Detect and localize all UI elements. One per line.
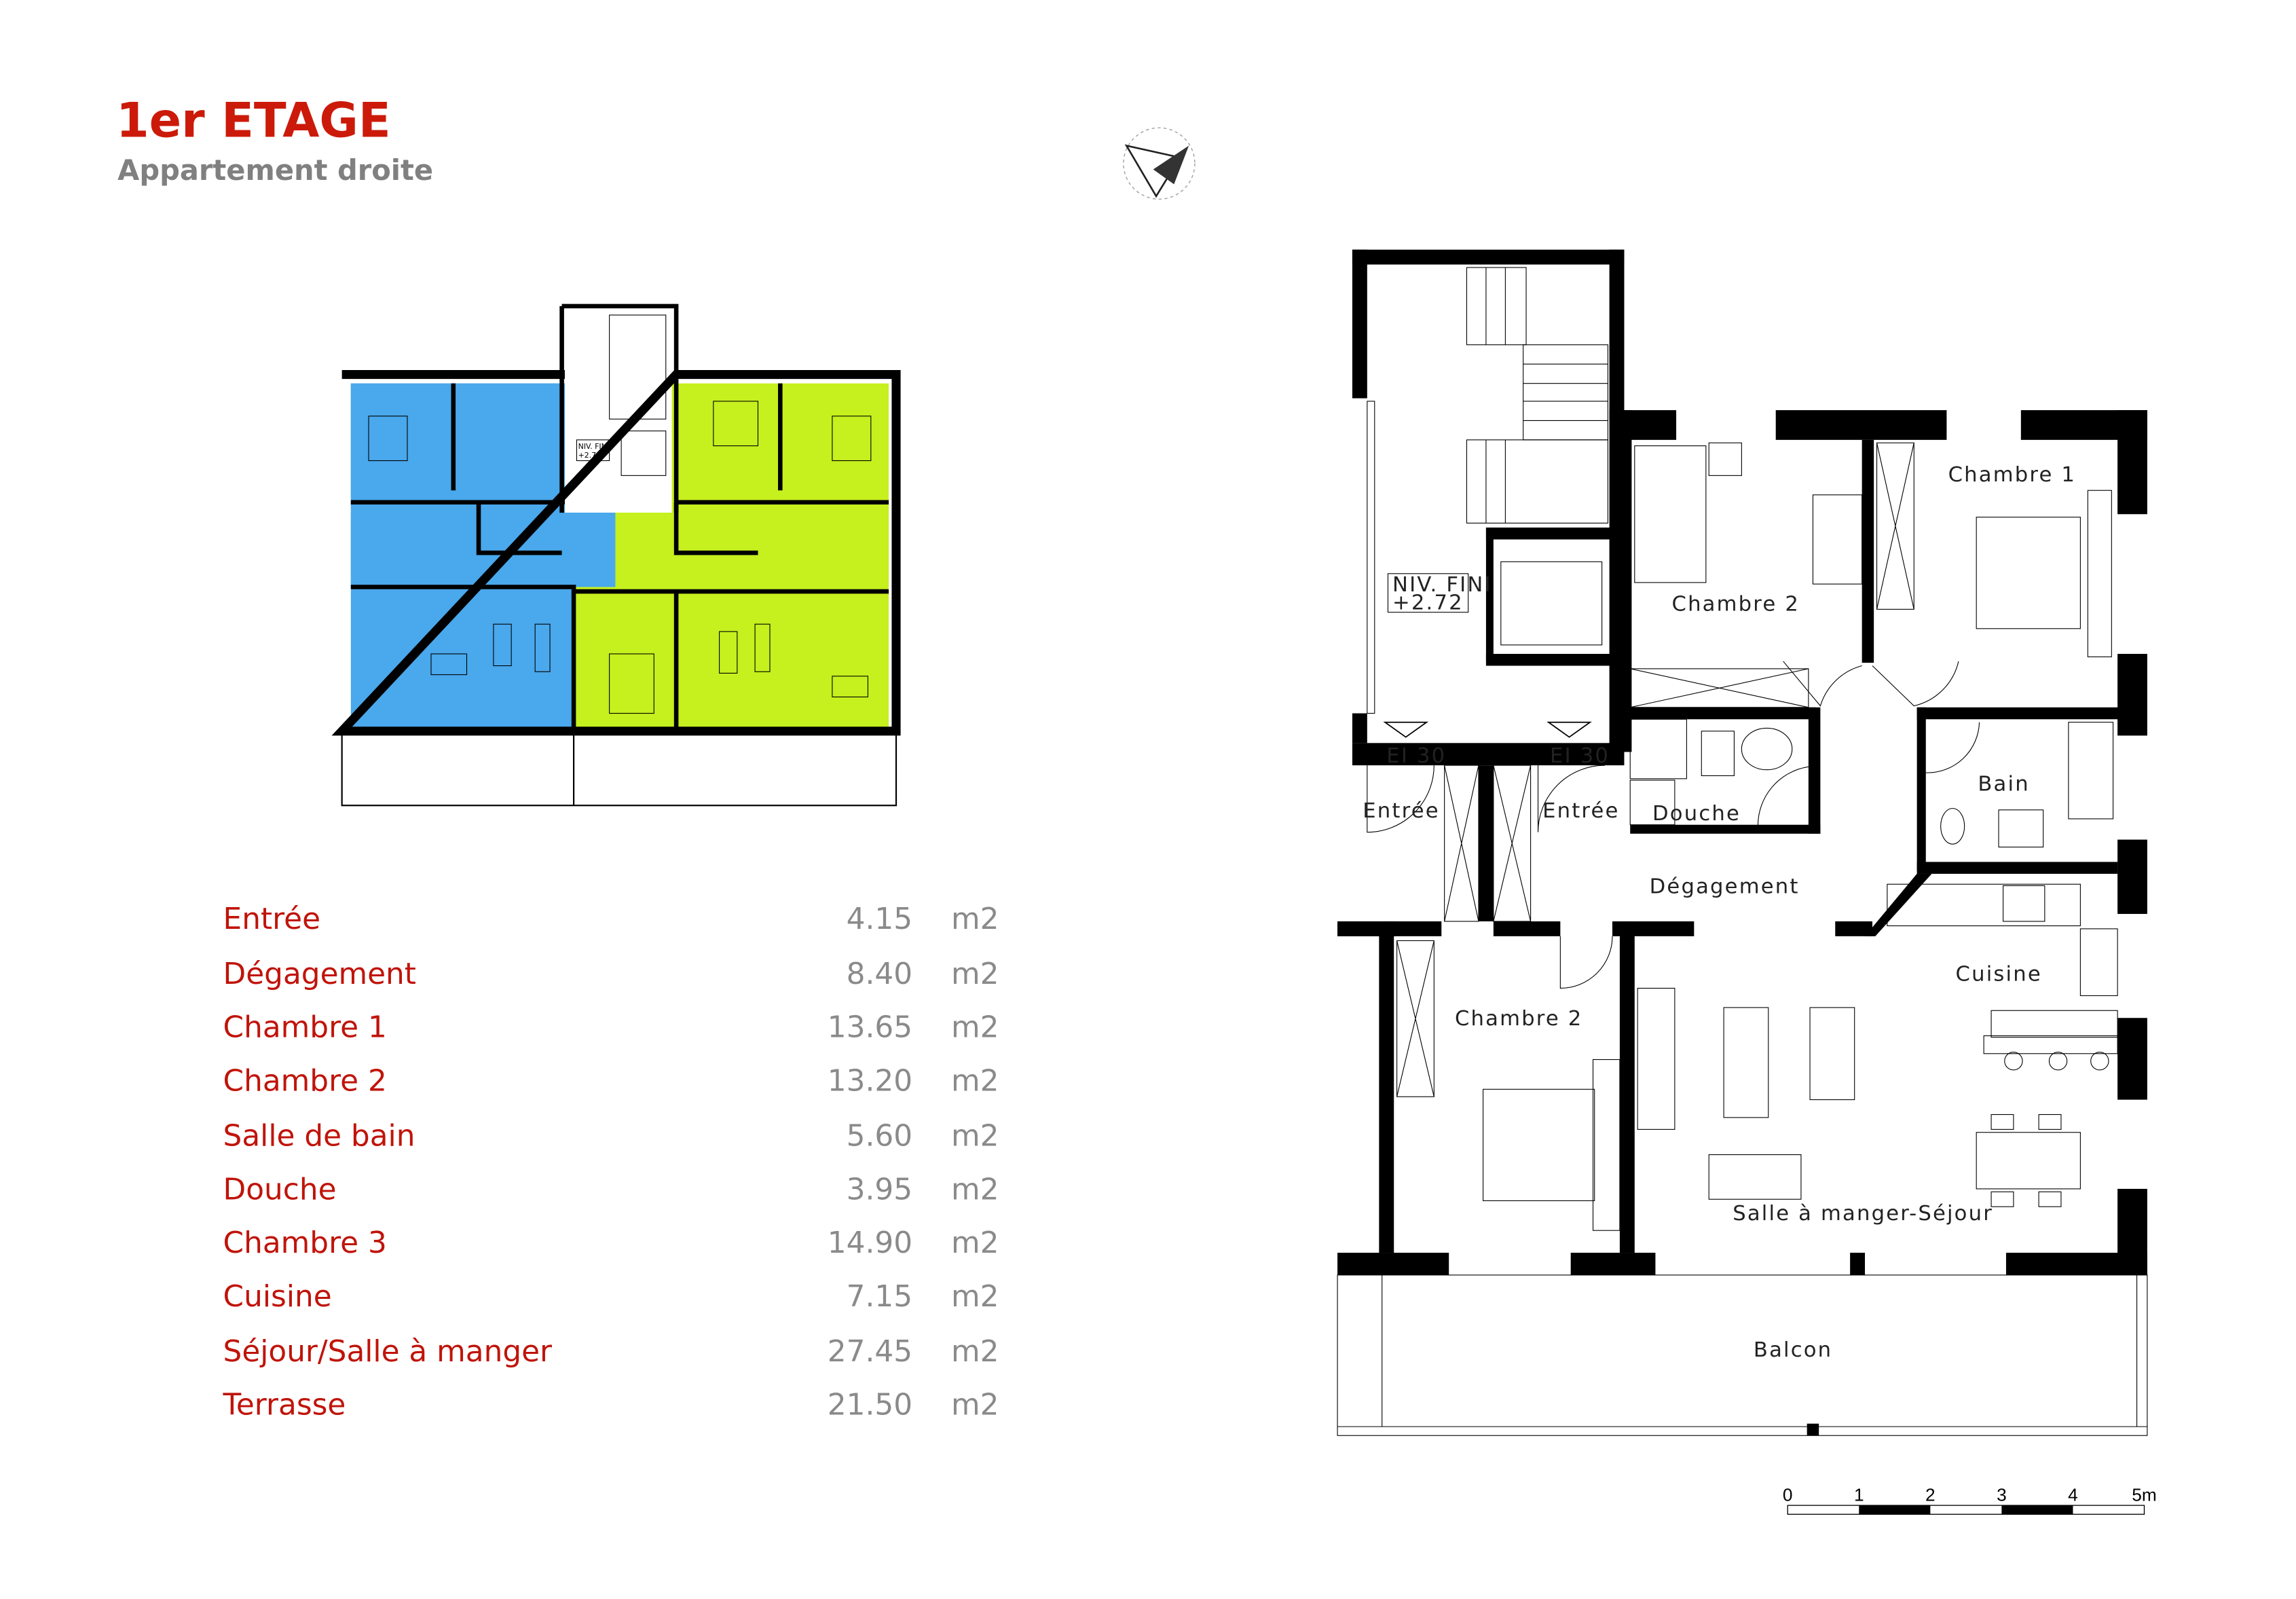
- room-label-douche: Douche: [1652, 802, 1741, 826]
- table-row: Séjour/Salle à manger 27.45 m2: [223, 1334, 999, 1369]
- svg-text:m2: m2: [951, 1010, 999, 1045]
- room-label-sejour: Salle à manger-Séjour: [1733, 1202, 1993, 1226]
- table-row: Entrée 4.15 m2: [223, 902, 999, 936]
- room-label-bain: Bain: [1978, 772, 2029, 796]
- svg-text:7.15: 7.15: [847, 1279, 912, 1314]
- key-plan-level-value: +2.72: [578, 451, 601, 460]
- svg-text:Cuisine: Cuisine: [223, 1279, 332, 1314]
- svg-text:14.90: 14.90: [828, 1226, 912, 1260]
- north-arrow-icon: [1123, 127, 1196, 200]
- svg-text:Entrée: Entrée: [223, 902, 320, 936]
- svg-text:1: 1: [1854, 1485, 1864, 1505]
- svg-text:27.45: 27.45: [828, 1334, 912, 1369]
- svg-text:m2: m2: [951, 1279, 999, 1314]
- room-label-chambre2-bottom: Chambre 2: [1455, 1007, 1583, 1031]
- svg-text:13.65: 13.65: [828, 1010, 912, 1045]
- room-label-degagement: Dégagement: [1650, 875, 1800, 898]
- svg-text:m2: m2: [951, 1118, 999, 1153]
- table-row: Dégagement 8.40 m2: [223, 957, 999, 991]
- scale-bar: 0 1 2 3 4 5m: [1783, 1485, 2157, 1515]
- svg-text:13.20: 13.20: [828, 1063, 912, 1098]
- page-subtitle: Appartement droite: [117, 153, 433, 187]
- level-label: NIV. FINI: [1392, 573, 1492, 597]
- escape-arrow-icon: [1383, 721, 1592, 738]
- svg-text:Chambre 3: Chambre 3: [223, 1226, 387, 1260]
- svg-text:3.95: 3.95: [847, 1172, 912, 1207]
- room-label-chambre2-top: Chambre 2: [1672, 593, 1800, 617]
- room-label-cuisine: Cuisine: [1956, 963, 2042, 987]
- svg-text:m2: m2: [951, 1226, 999, 1260]
- table-row: Chambre 3 14.90 m2: [223, 1226, 999, 1260]
- svg-text:Chambre 1: Chambre 1: [223, 1010, 387, 1045]
- svg-text:m2: m2: [951, 1334, 999, 1369]
- door-rating-left: EI 30: [1386, 744, 1446, 768]
- svg-text:8.40: 8.40: [847, 957, 912, 991]
- room-label-chambre1: Chambre 1: [1948, 463, 2077, 487]
- svg-text:Chambre 2: Chambre 2: [223, 1063, 387, 1098]
- svg-text:Terrasse: Terrasse: [223, 1388, 346, 1422]
- surface-table: Entrée 4.15 m2 Dégagement 8.40 m2 Chambre 1 1…: [223, 902, 999, 1422]
- table-row: Terrasse 21.50 m2: [223, 1388, 999, 1422]
- svg-text:Dégagement: Dégagement: [223, 957, 416, 991]
- svg-text:4.15: 4.15: [847, 902, 912, 936]
- table-row: Douche 3.95 m2: [223, 1172, 999, 1207]
- room-label-entree-left: Entrée: [1363, 799, 1440, 823]
- svg-text:m2: m2: [951, 1063, 999, 1098]
- svg-text:m2: m2: [951, 1388, 999, 1422]
- table-row: Salle de bain 5.60 m2: [223, 1118, 999, 1153]
- page-title: 1er ETAGE: [116, 92, 391, 148]
- apartment-plan: NIV. FINI +2.72 EI 30 EI 30: [1337, 249, 2148, 1436]
- svg-text:m2: m2: [951, 957, 999, 991]
- svg-text:Séjour/Salle à manger: Séjour/Salle à manger: [223, 1334, 553, 1369]
- table-row: Chambre 2 13.20 m2: [223, 1063, 999, 1098]
- svg-text:Douche: Douche: [223, 1172, 337, 1207]
- svg-text:5m: 5m: [2132, 1485, 2156, 1505]
- table-row: Chambre 1 13.65 m2: [223, 1010, 999, 1045]
- svg-text:2: 2: [1925, 1485, 1936, 1505]
- table-row: Cuisine 7.15 m2: [223, 1279, 999, 1314]
- svg-text:21.50: 21.50: [828, 1388, 912, 1422]
- svg-text:4: 4: [2068, 1485, 2078, 1505]
- level-marker: [1387, 573, 1469, 613]
- svg-text:0: 0: [1783, 1485, 1793, 1505]
- level-value: +2.72: [1392, 591, 1464, 614]
- svg-text:m2: m2: [951, 902, 999, 936]
- key-plan: NIV. FINI +2.72: [331, 304, 901, 807]
- key-plan-level-label: NIV. FINI: [578, 442, 609, 451]
- room-label-balcon: Balcon: [1754, 1338, 1832, 1362]
- room-label-entree-right: Entrée: [1542, 799, 1620, 823]
- door-rating-right: EI 30: [1550, 744, 1610, 768]
- svg-text:3: 3: [1997, 1485, 2007, 1505]
- svg-text:5.60: 5.60: [847, 1118, 912, 1153]
- svg-text:Salle de bain: Salle de bain: [223, 1118, 415, 1153]
- svg-text:m2: m2: [951, 1172, 999, 1207]
